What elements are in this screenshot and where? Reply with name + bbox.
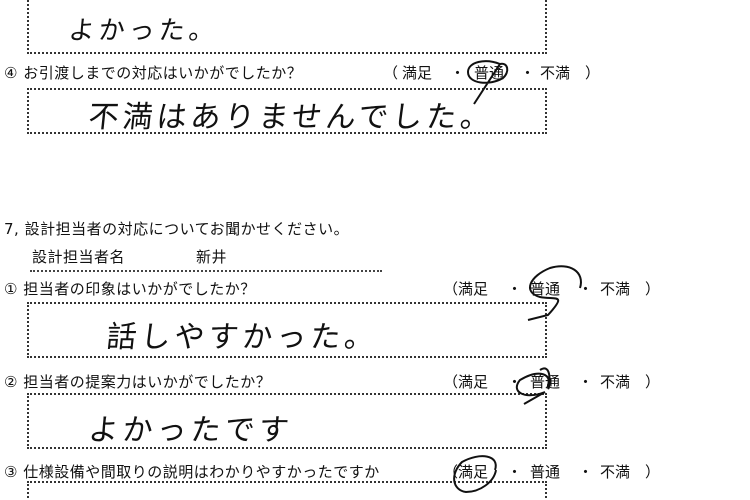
question-3-label: ③ 仕様設備や間取りの説明はわかりやすかったですか (4, 463, 380, 481)
section-7-title: 7, 設計担当者の対応についてお聞かせください。 (4, 220, 350, 238)
option-dissatisfied[interactable]: 不満 (600, 373, 631, 391)
paren-open: （ (383, 64, 399, 82)
separator: ・ (507, 373, 523, 391)
question-2-label: ② 担当者の提案力はいかがでしたか？ (4, 373, 272, 391)
paren-open: （ (443, 280, 459, 298)
separator: ・ (450, 64, 466, 82)
answer-box-q4: 不満はありませんでした。 (27, 88, 547, 135)
question-1-label: ① 担当者の印象はいかがでしたか？ (4, 280, 256, 298)
answer-box-q1: 話しやすかった。 (27, 302, 547, 358)
handwritten-answer: よかったです (86, 413, 295, 448)
designer-name-label: 設計担当者名 (32, 248, 126, 266)
separator: ・ (578, 373, 594, 391)
answer-box-q2: よかったです (27, 393, 547, 449)
designer-name-underline (30, 270, 382, 272)
handwritten-answer: 話しやすかった。 (104, 320, 381, 355)
option-satisfied[interactable]: 満足 (458, 463, 489, 481)
question-4-label: ④ お引渡しまでの対応はいかがでしたか？ (4, 64, 303, 82)
paren-close: ） (585, 64, 601, 82)
option-satisfied[interactable]: 満足 (402, 64, 433, 82)
paren-close: ） (645, 280, 661, 298)
separator: ・ (578, 463, 594, 481)
handwritten-answer: 不満はありませんでした。 (86, 100, 497, 135)
paren-close: ） (645, 463, 661, 481)
answer-box-q3 (27, 481, 547, 500)
option-dissatisfied[interactable]: 不満 (600, 463, 631, 481)
option-normal[interactable]: 普通 (474, 64, 505, 82)
option-dissatisfied[interactable]: 不満 (600, 280, 631, 298)
separator: ・ (520, 64, 536, 82)
option-dissatisfied[interactable]: 不満 (540, 64, 571, 82)
paren-open: （ (443, 373, 459, 391)
paren-open: （ (443, 463, 459, 481)
separator: ・ (507, 463, 523, 481)
separator: ・ (578, 280, 594, 298)
paren-close: ） (645, 373, 661, 391)
option-normal[interactable]: 普通 (530, 463, 561, 481)
option-normal[interactable]: 普通 (530, 280, 561, 298)
designer-name-value: 新井 (196, 248, 228, 266)
answer-box-prev: よかった。 (27, 0, 547, 54)
handwritten-answer: よかった。 (67, 16, 221, 46)
option-satisfied[interactable]: 満足 (458, 280, 489, 298)
option-satisfied[interactable]: 満足 (458, 373, 489, 391)
option-normal[interactable]: 普通 (530, 373, 561, 391)
separator: ・ (507, 280, 523, 298)
